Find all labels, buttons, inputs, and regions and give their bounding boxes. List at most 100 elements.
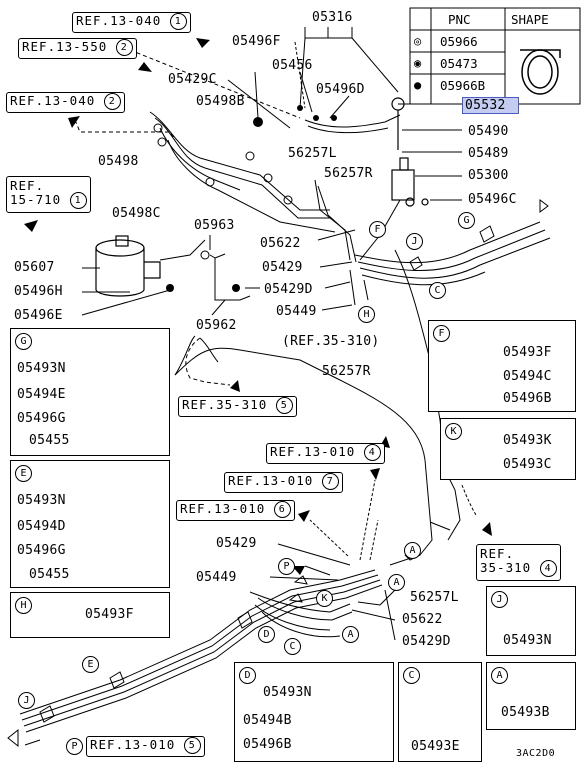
part-56257L-lower[interactable]: 56257L	[410, 590, 459, 605]
legend-pnc-3: 05966B	[440, 78, 486, 93]
callout-F: F	[369, 221, 386, 238]
callout-A-3: A	[342, 626, 359, 643]
callout-A-2: A	[388, 574, 405, 591]
detail-G-item-2[interactable]: 05494E	[17, 387, 66, 402]
detail-F-item-2[interactable]: 05494C	[503, 369, 552, 384]
ref-line2: 35-310	[480, 560, 532, 575]
ref-13-010-5[interactable]: REF.13-010 5	[86, 736, 205, 757]
callout-C-2: C	[284, 638, 301, 655]
ref-num: 7	[321, 473, 339, 490]
part-05496E[interactable]: 05496E	[14, 308, 63, 323]
detail-box-G: G 05493N 05494E 05496G 05455	[10, 328, 170, 456]
detail-box-C: C 05493E	[398, 662, 482, 762]
ref-15-710-1[interactable]: REF.15-710 1	[6, 176, 91, 213]
ref-13-010-4[interactable]: REF.13-010 4	[266, 443, 385, 464]
callout-E: E	[82, 656, 99, 673]
ref-num: 2	[115, 39, 133, 56]
detail-D-item-3[interactable]: 05496B	[243, 737, 292, 752]
part-05449[interactable]: 05449	[276, 304, 317, 319]
part-05429C[interactable]: 05429C	[168, 72, 217, 87]
detail-J-item-1[interactable]: 05493N	[503, 633, 552, 648]
part-05496H[interactable]: 05496H	[14, 284, 63, 299]
part-05429D-lower[interactable]: 05429D	[402, 634, 451, 649]
part-05449-lower[interactable]: 05449	[196, 570, 237, 585]
detail-box-H: H 05493F	[10, 592, 170, 638]
detail-G-item-4[interactable]: 05455	[29, 433, 70, 448]
part-05300[interactable]: 05300	[468, 168, 509, 183]
part-05963[interactable]: 05963	[194, 218, 235, 233]
part-56257R[interactable]: 56257R	[324, 166, 373, 181]
part-05622-lower[interactable]: 05622	[402, 612, 443, 627]
part-56257R-lower[interactable]: 56257R	[322, 364, 371, 379]
detail-K-item-1[interactable]: 05493K	[503, 433, 552, 448]
detail-E-item-4[interactable]: 05455	[29, 567, 70, 582]
ref-35-310-paren[interactable]: (REF.35-310)	[282, 334, 380, 349]
legend-symbol-2: ◉	[414, 56, 422, 70]
detail-A-item-1[interactable]: 05493B	[501, 705, 550, 720]
callout-H: H	[358, 306, 375, 323]
ref-line2: 15-710	[10, 192, 62, 207]
legend-symbol-3: ●	[414, 78, 422, 92]
part-05496D[interactable]: 05496D	[316, 82, 365, 97]
ref-text: REF.13-040	[10, 93, 96, 108]
detail-box-D: D 05493N 05494B 05496B	[234, 662, 394, 762]
callout-G: G	[458, 212, 475, 229]
detail-K-item-2[interactable]: 05493C	[503, 457, 552, 472]
detail-E-item-2[interactable]: 05494D	[17, 519, 66, 534]
detail-G-item-1[interactable]: 05493N	[17, 361, 66, 376]
detail-E-item-1[interactable]: 05493N	[17, 493, 66, 508]
ref-13-010-7[interactable]: REF.13-010 7	[224, 472, 343, 493]
ref-num: 4	[363, 444, 381, 461]
part-05498C[interactable]: 05498C	[112, 206, 161, 221]
ref-13-040-2[interactable]: REF.13-040 2	[6, 92, 125, 113]
detail-H-item-1[interactable]: 05493F	[85, 607, 134, 622]
part-05490[interactable]: 05490	[468, 124, 509, 139]
detail-F-item-1[interactable]: 05493F	[503, 345, 552, 360]
ref-13-010-6[interactable]: REF.13-010 6	[176, 500, 295, 521]
part-05496C[interactable]: 05496C	[468, 192, 517, 207]
ref-line1: REF.	[10, 178, 45, 193]
part-05498B[interactable]: 05498B	[196, 94, 245, 109]
detail-C-item-1[interactable]: 05493E	[411, 739, 460, 754]
ref-num: 5	[275, 397, 293, 414]
part-05532-highlighted[interactable]: 05532	[462, 97, 519, 114]
ref-num: 1	[69, 192, 87, 209]
part-05607[interactable]: 05607	[14, 260, 55, 275]
detail-D-item-1[interactable]: 05493N	[263, 685, 312, 700]
detail-E-item-3[interactable]: 05496G	[17, 543, 66, 558]
detail-letter-F: F	[433, 325, 450, 342]
ref-line1: REF.	[480, 546, 515, 561]
part-05456[interactable]: 05456	[272, 58, 313, 73]
detail-letter-G: G	[15, 333, 32, 350]
ref-num: 1	[169, 13, 187, 30]
ref-35-310-5[interactable]: REF.35-310 5	[178, 396, 297, 417]
part-05622[interactable]: 05622	[260, 236, 301, 251]
ref-num: 5	[183, 737, 201, 754]
part-05316[interactable]: 05316	[312, 10, 353, 25]
callout-J-2: J	[18, 692, 35, 709]
part-05498[interactable]: 05498	[98, 154, 139, 169]
legend-pnc-1: 05966	[440, 34, 478, 49]
part-05496F[interactable]: 05496F	[232, 34, 281, 49]
detail-box-E: E 05493N 05494D 05496G 05455	[10, 460, 170, 588]
detail-letter-J: J	[491, 591, 508, 608]
ref-13-550-2[interactable]: REF.13-550 2	[18, 38, 137, 59]
part-05489[interactable]: 05489	[468, 146, 509, 161]
legend-pnc-2: 05473	[440, 56, 478, 71]
part-05429-lower[interactable]: 05429	[216, 536, 257, 551]
ref-35-310-4[interactable]: REF.35-310 4	[476, 544, 561, 581]
detail-F-item-3[interactable]: 05496B	[503, 391, 552, 406]
detail-D-item-2[interactable]: 05494B	[243, 713, 292, 728]
part-05429[interactable]: 05429	[262, 260, 303, 275]
part-05429D[interactable]: 05429D	[264, 282, 313, 297]
part-05962[interactable]: 05962	[196, 318, 237, 333]
callout-K: K	[316, 590, 333, 607]
callout-D: D	[258, 626, 275, 643]
detail-G-item-3[interactable]: 05496G	[17, 411, 66, 426]
detail-letter-K: K	[445, 423, 462, 440]
legend-pnc-header: PNC	[448, 12, 471, 27]
part-56257L[interactable]: 56257L	[288, 146, 337, 161]
ref-text: REF.13-550	[22, 39, 108, 54]
ref-13-040-1[interactable]: REF.13-040 1	[72, 12, 191, 33]
